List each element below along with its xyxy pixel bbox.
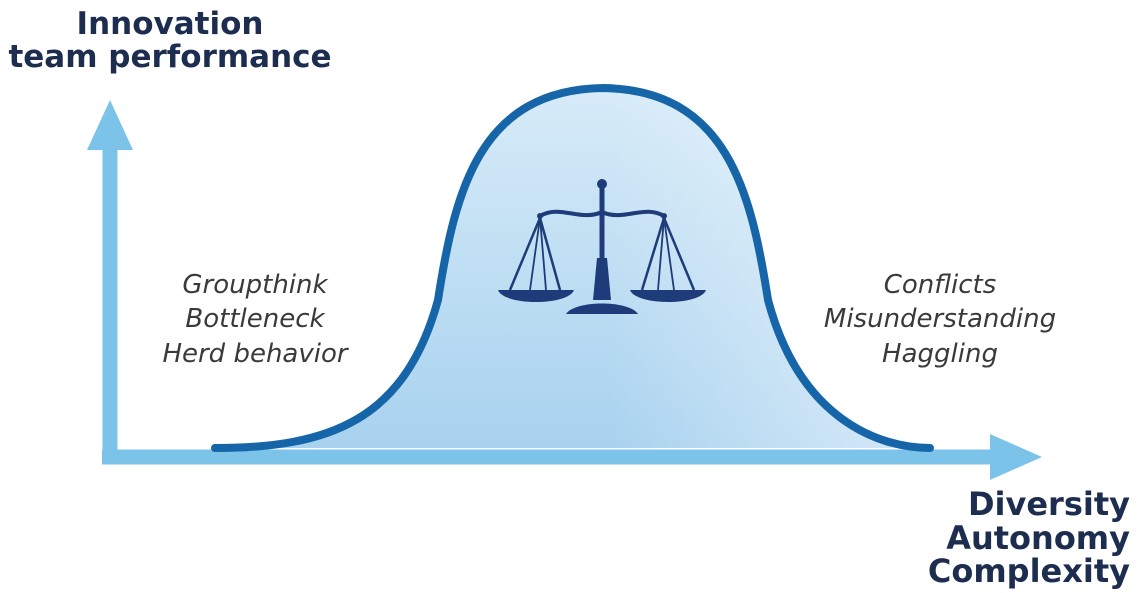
x-axis (102, 434, 1042, 480)
y-axis-title-line: Innovation (76, 6, 264, 42)
y-axis-title: Innovation team performance (0, 8, 340, 73)
effect-label: Misunderstanding (823, 304, 1057, 335)
effect-label: Groupthink (182, 270, 328, 300)
effect-label: Haggling (882, 338, 998, 369)
high-diversity-effects-list: Conflicts Misunderstanding Haggling (800, 268, 1080, 371)
x-axis-title-line: Diversity (967, 485, 1130, 523)
x-axis-arrowhead (990, 434, 1042, 480)
effect-label: Conflicts (883, 270, 997, 300)
effect-label: Bottleneck (185, 304, 325, 335)
y-axis-title-line: team performance (8, 38, 332, 75)
x-axis-title-line: Autonomy (946, 518, 1130, 557)
effect-label: Herd behavior (162, 338, 348, 369)
x-axis-title-line: Complexity (927, 552, 1130, 591)
y-axis-arrowhead (87, 100, 133, 150)
x-axis-title: Diversity Autonomy Complexity (900, 485, 1130, 591)
y-axis (87, 100, 133, 464)
bell-curve-area-fade (215, 88, 930, 448)
bell-curve-line (211, 83, 934, 452)
balance-scale-icon (498, 179, 706, 314)
low-diversity-effects-list: Groupthink Bottleneck Herd behavior (140, 268, 370, 371)
